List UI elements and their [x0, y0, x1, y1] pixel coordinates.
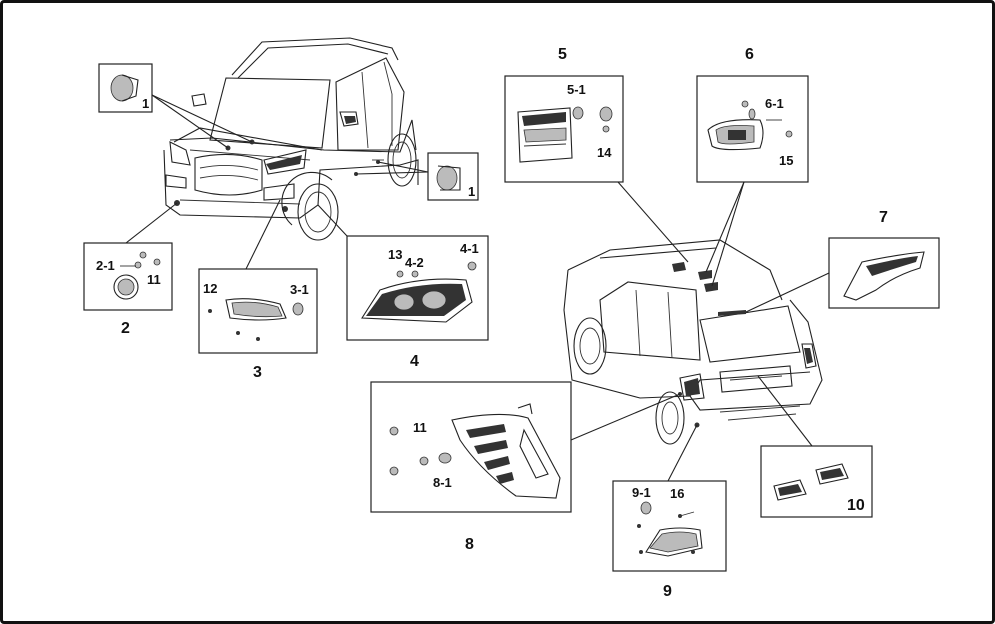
label-8-1: 8-1 — [433, 475, 452, 490]
label-5-1: 5-1 — [567, 82, 586, 97]
label-8-11: 11 — [413, 420, 427, 435]
callout-2-fog-lamp: 2-1 11 2 — [83, 202, 178, 337]
label-3: 3 — [253, 364, 262, 381]
label-4: 4 — [410, 353, 419, 370]
label-4-2: 4-2 — [405, 255, 424, 270]
callout-9-rear-fog-lamp: 9-1 16 9 — [612, 424, 727, 600]
label-6-15: 15 — [779, 153, 793, 168]
callout-8-tail-lamp: 11 8-1 8 — [370, 381, 681, 553]
callout-4-headlamp: 13 4-2 4-1 4 — [317, 204, 489, 370]
label-5-14: 14 — [597, 145, 612, 160]
callout-10-license-lamp: 10 — [757, 375, 873, 518]
label-7: 7 — [879, 209, 888, 226]
callout-5-map-lamp: 5-1 14 5 — [504, 46, 689, 263]
front-car-drawing — [163, 37, 419, 241]
label-9-1: 9-1 — [632, 485, 651, 500]
callout-1-side: 1 — [355, 152, 479, 201]
callout-6-dome-lamp: 6-1 15 6 — [696, 46, 809, 287]
callout-3-fog-light: 12 3-1 3 — [198, 199, 318, 381]
label-8: 8 — [465, 536, 474, 553]
label-2-11: 11 — [147, 272, 161, 287]
callout-1-top: 1 — [98, 63, 253, 149]
label-2: 2 — [121, 320, 130, 337]
label-9-16: 16 — [670, 486, 684, 501]
label-4-13: 13 — [388, 247, 402, 262]
label-10: 10 — [847, 497, 865, 514]
label-1-top: 1 — [142, 96, 149, 111]
label-5: 5 — [558, 46, 567, 63]
label-9: 9 — [663, 583, 672, 600]
label-1-side: 1 — [468, 184, 475, 199]
label-6: 6 — [745, 46, 754, 63]
label-3-1: 3-1 — [290, 282, 309, 297]
callout-7-high-stop-lamp: 7 — [745, 209, 940, 313]
label-3-12: 12 — [203, 281, 217, 296]
rear-car-drawing — [563, 239, 823, 445]
label-4-1: 4-1 — [460, 241, 479, 256]
label-6-1: 6-1 — [765, 96, 784, 111]
label-2-1: 2-1 — [96, 258, 115, 273]
